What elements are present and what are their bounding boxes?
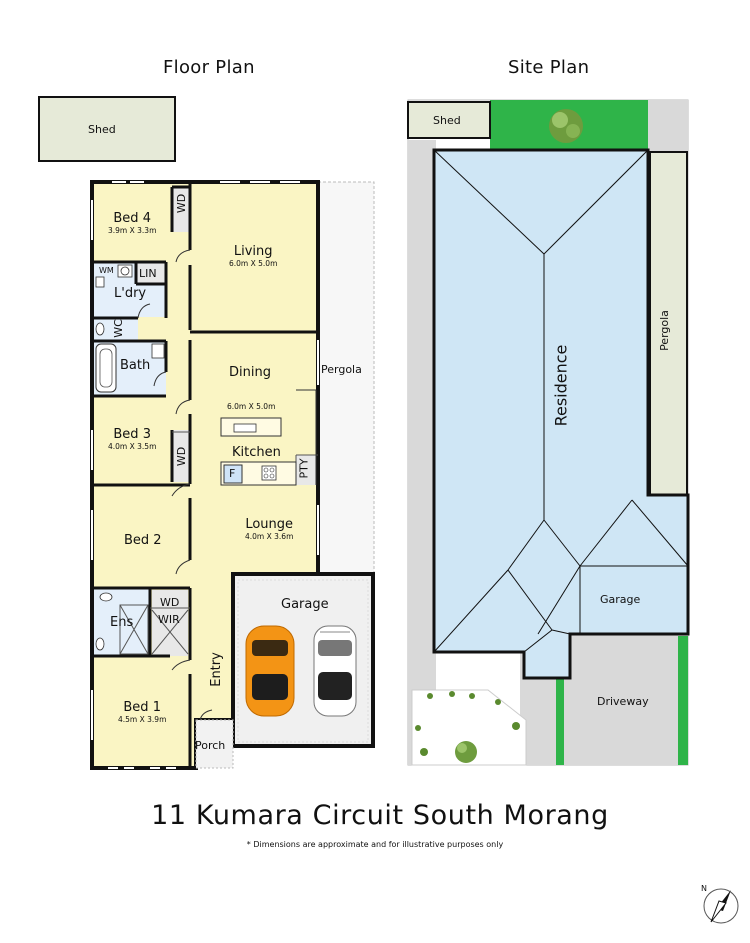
- orange-car-icon: [245, 625, 295, 717]
- lounge-dim: 4.0m X 3.6m: [245, 531, 294, 541]
- wir-label: WIR: [158, 613, 180, 626]
- living-dim: 6.0m X 5.0m: [229, 258, 278, 268]
- wc-area: [94, 318, 138, 340]
- site-pergola: [649, 151, 688, 496]
- wm-label: WM: [99, 266, 114, 275]
- ens-label: Ens: [110, 615, 134, 630]
- garden-bed: [411, 689, 527, 766]
- site-paving-left: [408, 140, 436, 765]
- disclaimer-text: * Dimensions are approximate and for ill…: [246, 840, 504, 849]
- bed1-dim: 4.5m X 3.9m: [118, 714, 167, 724]
- floor-garage-label: Garage: [281, 597, 329, 612]
- site-pergola-label: Pergola: [657, 310, 671, 351]
- bathtub: [95, 343, 117, 393]
- wc-label: WC: [111, 319, 125, 338]
- address-title: 11 Kumara Circuit South Morang: [151, 800, 609, 831]
- dining-label: Dining: [229, 365, 271, 380]
- bed4-dim: 3.9m X 3.3m: [108, 225, 157, 235]
- bath-label: Bath: [120, 358, 151, 373]
- bed3-dim: 4.0m X 3.5m: [108, 441, 157, 451]
- tree-icon: [549, 109, 583, 143]
- wd-top-label: WD: [175, 193, 189, 214]
- bed1-label: Bed 1 4.5m X 3.9m: [118, 700, 167, 725]
- bed2-label: Bed 2: [124, 533, 162, 548]
- wd-ens-label: WD: [160, 596, 180, 609]
- site-shed-label: Shed: [433, 114, 461, 127]
- site-shed: [407, 101, 491, 139]
- site-garage-label: Garage: [600, 593, 641, 606]
- lin-label: LIN: [139, 267, 157, 280]
- wd-mid-label: WD: [175, 446, 189, 467]
- wd-ens-area: [152, 590, 188, 608]
- pantry-area: [296, 455, 316, 485]
- shrub-icons: [415, 691, 520, 763]
- wd-top-area: [172, 187, 190, 232]
- porch-label: Porch: [195, 739, 226, 752]
- bed3-label: Bed 3 4.0m X 3.5m: [108, 427, 157, 452]
- white-car-icon: [313, 625, 357, 717]
- floor-porch: [195, 719, 234, 769]
- living-label: Living 6.0m X 5.0m: [229, 244, 278, 269]
- kitchen-label: Kitchen: [232, 445, 281, 460]
- wd-mid-area: [172, 430, 190, 482]
- living-name: Living: [233, 244, 273, 259]
- compass-north-label: N: [701, 884, 707, 893]
- floor-shed: [38, 96, 176, 162]
- floor-pergola-area: [317, 181, 375, 575]
- lounge-name: Lounge: [245, 517, 294, 532]
- entry-label: Entry: [208, 652, 224, 687]
- dining-dim: 6.0m X 5.0m: [227, 402, 276, 411]
- bed3-name: Bed 3: [113, 427, 151, 442]
- site-plan-title: Site Plan: [508, 57, 590, 78]
- residence-label: Residence: [551, 344, 571, 427]
- fridge-box: [223, 464, 243, 484]
- floor-shed-label: Shed: [88, 123, 116, 136]
- laundry-label: L'dry: [114, 286, 147, 301]
- lin-area: [136, 263, 166, 283]
- pantry-label: PTY: [297, 458, 311, 479]
- lounge-label: Lounge 4.0m X 3.6m: [245, 517, 294, 542]
- bed1-name: Bed 1: [123, 700, 161, 715]
- fridge-label: F: [229, 467, 236, 480]
- bed4-label: Bed 4 3.9m X 3.3m: [108, 211, 157, 236]
- floor-pergola-label: Pergola: [321, 363, 362, 376]
- floor-plan-title: Floor Plan: [163, 57, 255, 78]
- driveway-label: Driveway: [597, 695, 649, 708]
- bed4-name: Bed 4: [113, 211, 151, 226]
